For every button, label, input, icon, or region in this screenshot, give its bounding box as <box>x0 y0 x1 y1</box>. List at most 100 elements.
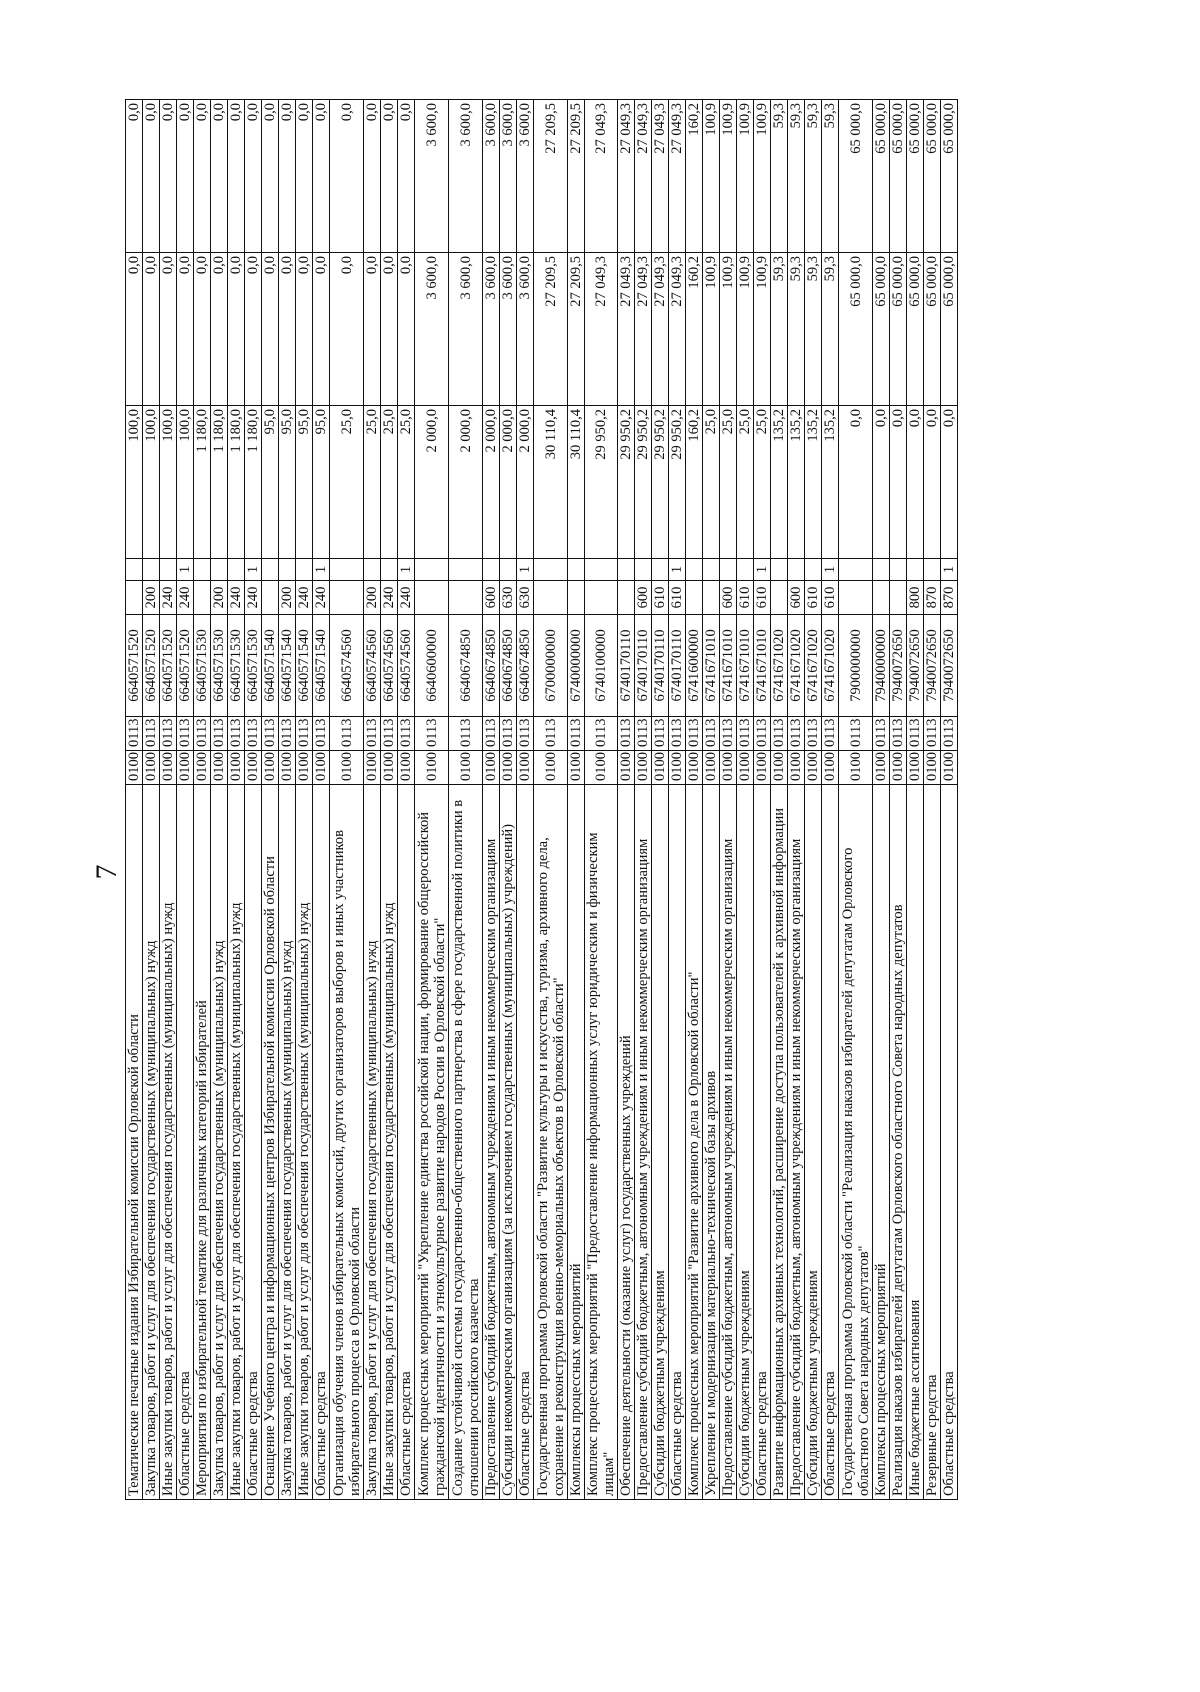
target-article: 6740170110 <box>617 614 635 717</box>
expense-type: 200 <box>142 580 160 615</box>
amount-2026: 0,0 <box>261 99 279 253</box>
expense-type <box>584 580 618 615</box>
table-row: Комплекс процессных мероприятий "Развити… <box>685 99 703 1500</box>
target-article: 6741671020 <box>770 614 788 717</box>
target-article: 7940000000 <box>872 614 890 717</box>
row-name: Организация обучения членов избирательны… <box>329 784 364 1500</box>
amount-2025: 0,0 <box>329 252 364 406</box>
source-code: 1 <box>668 558 686 581</box>
row-name: Оснащение Учебного центра и информационн… <box>261 784 279 1500</box>
section-code: 0100 <box>702 750 720 785</box>
target-article: 6700000000 <box>533 614 568 717</box>
expense-type: 200 <box>278 580 296 615</box>
target-article: 6741671010 <box>736 614 754 717</box>
target-article: 6741671010 <box>753 614 771 717</box>
amount-2024: 0,0 <box>872 405 890 559</box>
amount-2024: 25,0 <box>753 405 771 559</box>
section-code: 0100 <box>838 750 873 785</box>
source-code <box>227 558 245 581</box>
table-row: Мероприятия по избирательной тематике дл… <box>193 99 211 1500</box>
source-code: 1 <box>397 558 415 581</box>
target-article: 6740000000 <box>567 614 585 717</box>
subsection-code: 0113 <box>651 716 669 751</box>
target-article: 6741671020 <box>804 614 822 717</box>
expense-type <box>770 580 788 615</box>
section-code: 0100 <box>651 750 669 785</box>
target-article: 7940072650 <box>906 614 924 717</box>
table-row: Иные закупки товаров, работ и услуг для … <box>295 99 313 1500</box>
amount-2026: 0,0 <box>329 99 364 253</box>
amount-2025: 3 600,0 <box>516 252 534 406</box>
section-code: 0100 <box>753 750 771 785</box>
target-article: 6640574560 <box>397 614 415 717</box>
row-name: Комплекс процессных мероприятий "Укрепле… <box>414 784 449 1500</box>
amount-2024: 30 110,4 <box>567 405 585 559</box>
section-code: 0100 <box>125 750 143 785</box>
amount-2024: 100,0 <box>159 405 177 559</box>
subsection-code: 0113 <box>193 716 211 751</box>
amount-2025: 65 000,0 <box>906 252 924 406</box>
row-name: Иные закупки товаров, работ и услуг для … <box>295 784 313 1500</box>
amount-2026: 3 600,0 <box>516 99 534 253</box>
table-body: Тематические печатные издания Избиратель… <box>125 99 958 1500</box>
amount-2024: 25,0 <box>702 405 720 559</box>
subsection-code: 0113 <box>278 716 296 751</box>
subsection-code: 0113 <box>448 716 483 751</box>
section-code: 0100 <box>414 750 449 785</box>
row-name: Закупка товаров, работ и услуг для обесп… <box>278 784 296 1500</box>
amount-2024: 29 950,2 <box>584 405 618 559</box>
subsection-code: 0113 <box>889 716 907 751</box>
amount-2025: 27 049,3 <box>584 252 618 406</box>
expense-type: 870 <box>923 580 941 615</box>
subsection-code: 0113 <box>923 716 941 751</box>
section-code: 0100 <box>176 750 194 785</box>
section-code: 0100 <box>804 750 822 785</box>
amount-2026: 65 000,0 <box>838 99 873 253</box>
target-article: 6640574560 <box>363 614 381 717</box>
amount-2025: 0,0 <box>312 252 330 406</box>
expense-type: 240 <box>380 580 398 615</box>
table-row: Предоставление субсидий бюджетным, автон… <box>719 99 737 1500</box>
amount-2025: 0,0 <box>363 252 381 406</box>
subsection-code: 0113 <box>702 716 720 751</box>
source-code <box>651 558 669 581</box>
amount-2024: 2 000,0 <box>414 405 449 559</box>
target-article: 6640571540 <box>278 614 296 717</box>
amount-2025: 0,0 <box>159 252 177 406</box>
expense-type: 610 <box>753 580 771 615</box>
subsection-code: 0113 <box>753 716 771 751</box>
amount-2024: 25,0 <box>736 405 754 559</box>
target-article: 6740170110 <box>651 614 669 717</box>
amount-2025: 0,0 <box>227 252 245 406</box>
row-name: Комплексы процессных мероприятий <box>567 784 585 1500</box>
source-code <box>889 558 907 581</box>
source-code <box>804 558 822 581</box>
amount-2026: 0,0 <box>159 99 177 253</box>
subsection-code: 0113 <box>363 716 381 751</box>
source-code <box>448 558 483 581</box>
source-code <box>533 558 568 581</box>
amount-2025: 160,2 <box>685 252 703 406</box>
expense-type: 240 <box>159 580 177 615</box>
row-name: Закупка товаров, работ и услуг для обесп… <box>363 784 381 1500</box>
amount-2025: 0,0 <box>397 252 415 406</box>
amount-2025: 3 600,0 <box>499 252 517 406</box>
amount-2026: 27 049,3 <box>634 99 652 253</box>
source-code <box>617 558 635 581</box>
amount-2025: 59,3 <box>770 252 788 406</box>
row-name: Обеспечение деятельности (оказание услуг… <box>617 784 635 1500</box>
amount-2025: 0,0 <box>380 252 398 406</box>
target-article: 6640674850 <box>516 614 534 717</box>
row-name: Областные средства <box>176 784 194 1500</box>
amount-2026: 0,0 <box>210 99 228 253</box>
source-code: 1 <box>753 558 771 581</box>
expense-type <box>329 580 364 615</box>
expense-type <box>872 580 890 615</box>
